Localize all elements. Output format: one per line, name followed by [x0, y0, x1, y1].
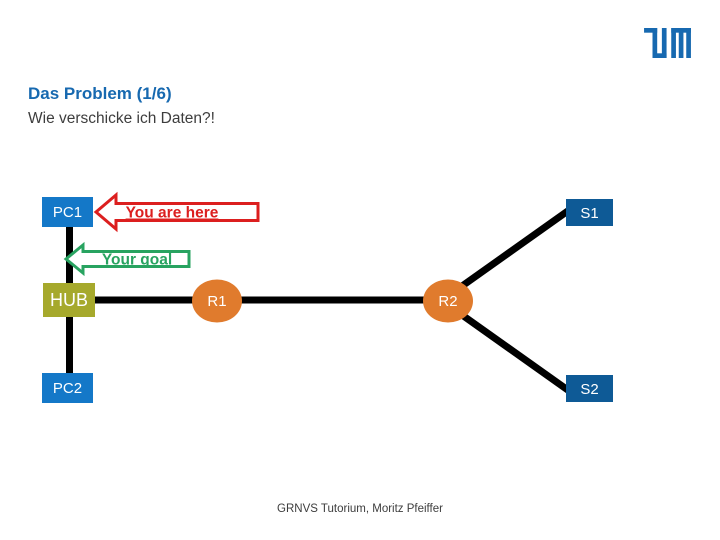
you-are-here-arrow-icon	[93, 191, 260, 233]
node-pc2-label: PC2	[53, 380, 82, 397]
node-hub-label: HUB	[50, 290, 88, 310]
your-goal-arrow-icon	[63, 241, 191, 277]
node-r1	[192, 279, 242, 323]
node-pc2	[42, 373, 93, 403]
node-pc1-label: PC1	[53, 204, 82, 221]
slide-title: Das Problem (1/6)	[28, 84, 172, 103]
node-r1-label: R1	[207, 293, 226, 310]
node-pc1	[42, 197, 93, 227]
node-r2	[423, 279, 473, 323]
tum-logo-glyph	[644, 28, 691, 58]
node-s2-label: S2	[580, 381, 598, 398]
slide-subtitle: Wie verschicke ich Daten?!	[28, 110, 215, 127]
node-s2	[566, 375, 613, 402]
node-hub	[43, 283, 95, 317]
your-goal-label: Your goal	[102, 252, 172, 269]
node-s1	[566, 199, 613, 226]
slide-footer: GRNVS Tutorium, Moritz Pfeiffer	[277, 503, 443, 515]
tum-logo-icon	[644, 28, 691, 58]
node-s1-label: S1	[580, 205, 598, 222]
link-r2-s1	[445, 205, 575, 299]
node-r2-label: R2	[438, 293, 457, 310]
you-are-here-label: You are here	[126, 205, 219, 222]
link-r2-s2	[445, 302, 575, 396]
